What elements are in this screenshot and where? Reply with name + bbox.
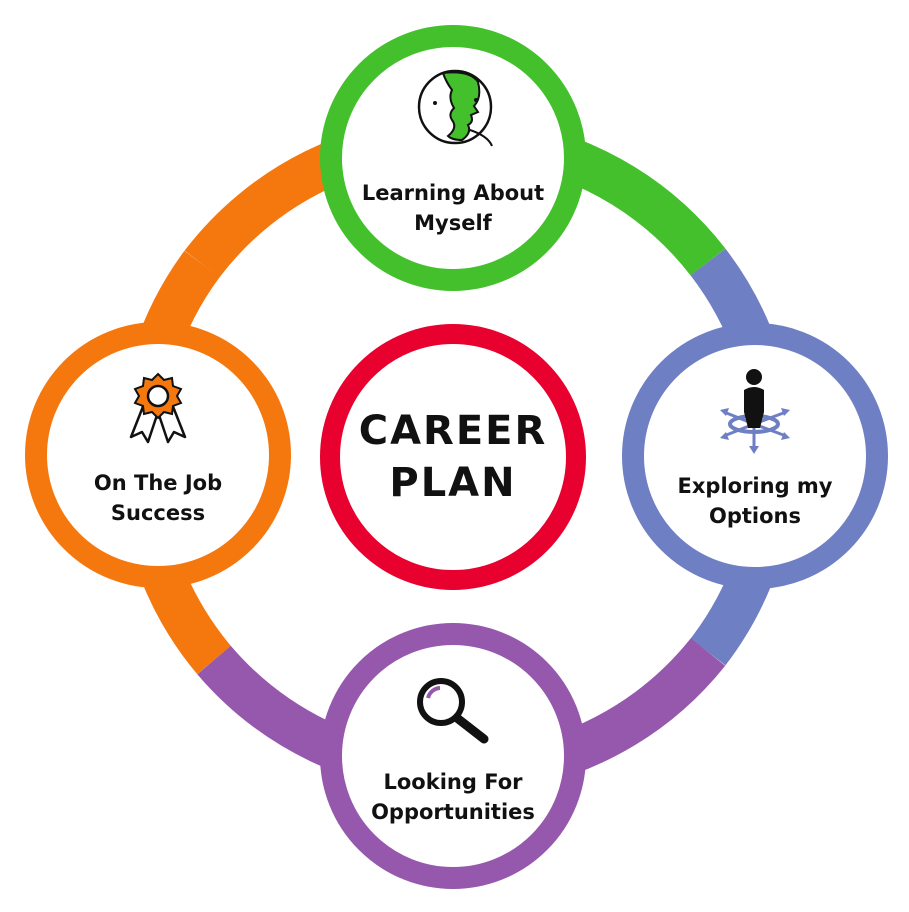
face-profile-icon [417, 69, 493, 147]
award-ribbon-icon [129, 372, 187, 444]
center-title-line1: CAREER [358, 408, 548, 454]
stage-label-left-line1: On The Job [93, 471, 223, 495]
stage-circle-top [320, 25, 586, 291]
center-circle [320, 324, 586, 590]
stage-label-bottom: Looking For Opportunities [333, 767, 573, 827]
stage-label-top-line2: Myself [414, 211, 492, 235]
stage-label-top-line1: Learning About [361, 181, 545, 205]
stage-circle-right [622, 323, 888, 589]
stage-circle-bottom [320, 623, 586, 889]
center-title-line2: PLAN [389, 460, 517, 506]
stage-label-bottom-line2: Opportunities [371, 800, 535, 824]
stage-label-right-line1: Exploring my [677, 474, 833, 498]
stage-label-left-line2: Success [110, 501, 206, 525]
stage-label-bottom-line1: Looking For [383, 770, 523, 794]
stage-label-right-line2: Options [709, 504, 801, 528]
stage-label-top: Learning About Myself [333, 178, 573, 238]
person-directions-icon [720, 369, 790, 454]
center-title: CAREER PLAN [333, 405, 573, 509]
stage-label-left: On The Job Success [48, 468, 268, 528]
stage-circle-left [25, 322, 291, 588]
stage-label-right: Exploring my Options [635, 471, 875, 531]
magnifier-icon [417, 678, 489, 744]
